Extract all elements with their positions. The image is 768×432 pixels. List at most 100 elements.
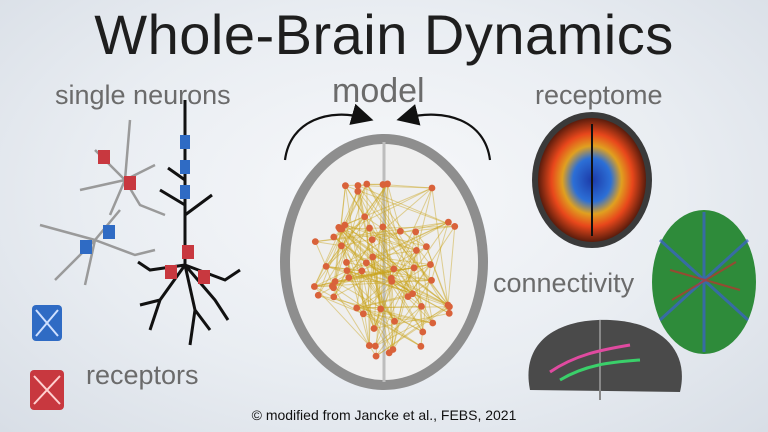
network-edge bbox=[314, 281, 336, 288]
network-edge bbox=[339, 228, 395, 270]
network-edge bbox=[348, 267, 415, 279]
network-edge bbox=[361, 270, 375, 329]
network-edge bbox=[313, 183, 368, 287]
network-node bbox=[361, 213, 369, 221]
network-edge bbox=[375, 280, 432, 357]
network-node bbox=[396, 227, 404, 235]
receptor-markers bbox=[80, 135, 210, 284]
network-edge bbox=[366, 183, 431, 265]
credit-text: © modified from Jancke et al., FEBS, 202… bbox=[251, 407, 517, 423]
network-edge bbox=[333, 287, 370, 346]
network-node bbox=[330, 293, 338, 301]
network-edge bbox=[447, 226, 456, 306]
network-edge bbox=[333, 183, 388, 298]
network-edge bbox=[425, 246, 449, 306]
neuron-upper bbox=[79, 119, 166, 217]
network-edge bbox=[373, 278, 392, 329]
network-edge bbox=[356, 305, 422, 309]
network-edge bbox=[373, 184, 384, 329]
network-edge bbox=[332, 268, 394, 287]
network-edge bbox=[346, 256, 373, 263]
network-node bbox=[451, 223, 459, 230]
network-edge bbox=[344, 224, 449, 306]
network-edge bbox=[391, 279, 432, 282]
network-node bbox=[445, 303, 453, 311]
network-edge bbox=[333, 236, 413, 295]
network-edge bbox=[431, 187, 449, 306]
network-node bbox=[377, 305, 385, 313]
network-edge bbox=[356, 264, 431, 309]
network-edge bbox=[346, 230, 401, 263]
page-title: Whole-Brain Dynamics bbox=[94, 3, 674, 66]
network-node bbox=[427, 261, 434, 268]
network-edge bbox=[390, 278, 424, 333]
network-edge bbox=[332, 285, 422, 347]
receptor-protein-red bbox=[30, 370, 64, 410]
network-edge bbox=[390, 278, 396, 322]
network-edge bbox=[315, 225, 455, 243]
network-edge bbox=[357, 191, 364, 314]
network-node bbox=[379, 223, 387, 231]
network-edge bbox=[325, 227, 370, 267]
network-edge bbox=[375, 226, 384, 357]
network-edge bbox=[371, 187, 433, 240]
network-edge bbox=[375, 306, 450, 347]
network-node bbox=[410, 264, 418, 272]
network-edge bbox=[333, 185, 346, 288]
network-node bbox=[369, 253, 377, 261]
network-edge bbox=[362, 226, 384, 314]
network-node bbox=[343, 267, 351, 275]
network-edge bbox=[344, 224, 450, 308]
network-edge bbox=[314, 221, 449, 287]
network-edge bbox=[341, 183, 368, 230]
network-edge bbox=[339, 228, 413, 295]
network-edge bbox=[382, 184, 414, 294]
network-node bbox=[418, 302, 425, 310]
network-node bbox=[428, 276, 435, 284]
arrow-right bbox=[396, 104, 492, 161]
network-node bbox=[387, 274, 395, 282]
receptome-brain-map bbox=[532, 112, 652, 248]
network-edge bbox=[348, 277, 394, 350]
network-node bbox=[363, 180, 371, 188]
network-node bbox=[330, 284, 337, 292]
network-edge bbox=[346, 261, 432, 281]
network-edge bbox=[356, 306, 450, 309]
network-edge bbox=[364, 216, 417, 251]
network-node bbox=[391, 317, 398, 325]
network-edge bbox=[372, 256, 415, 269]
network-edge bbox=[387, 183, 401, 232]
network-node bbox=[341, 221, 349, 229]
network-node bbox=[314, 291, 322, 299]
network-node bbox=[343, 259, 350, 266]
network-edge bbox=[346, 270, 413, 295]
network-edge bbox=[344, 224, 417, 251]
network-edge bbox=[372, 256, 431, 266]
receptor-protein-blue bbox=[32, 305, 62, 341]
network-node bbox=[358, 267, 366, 275]
neuron-lower bbox=[39, 209, 156, 286]
network-edge bbox=[357, 191, 450, 308]
network-edge bbox=[375, 304, 449, 357]
network-edge bbox=[400, 230, 427, 248]
network-node bbox=[338, 242, 345, 250]
network-edge bbox=[326, 265, 432, 281]
network-edge bbox=[392, 231, 417, 350]
network-edge bbox=[345, 185, 366, 218]
network-node bbox=[311, 238, 319, 246]
network-edge bbox=[369, 227, 415, 269]
network-edge bbox=[375, 306, 450, 357]
network-node bbox=[412, 228, 420, 236]
network-edge bbox=[333, 270, 348, 298]
network-edge bbox=[333, 185, 359, 288]
network-edge bbox=[366, 262, 449, 306]
network-edge bbox=[346, 262, 390, 354]
network-edge bbox=[375, 306, 422, 347]
network-edge bbox=[356, 307, 422, 347]
network-edge bbox=[382, 184, 433, 189]
network-edge bbox=[366, 183, 450, 314]
network-edge bbox=[317, 191, 359, 296]
network-edge bbox=[374, 267, 415, 347]
label-model: model bbox=[332, 72, 425, 110]
